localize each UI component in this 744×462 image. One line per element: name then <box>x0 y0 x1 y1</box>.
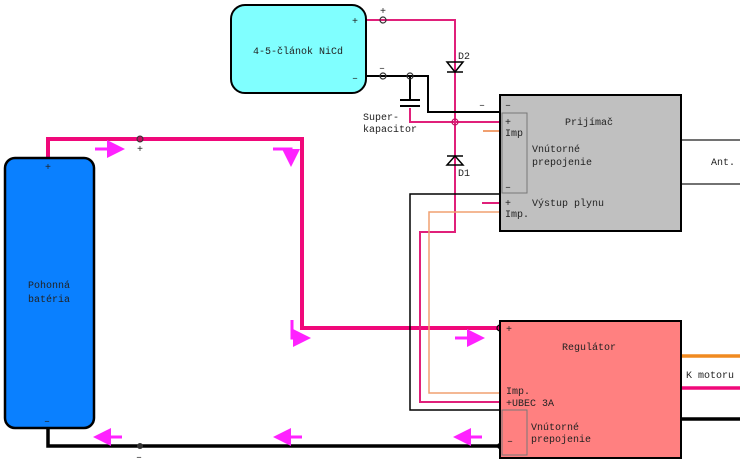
battery-minus-wire <box>46 428 500 448</box>
supercap-plus-wire <box>409 108 500 123</box>
d2-label: D2 <box>458 52 470 63</box>
nicd-minus-wire <box>366 75 500 113</box>
regulator-imp: Imp. <box>506 387 530 398</box>
battery-block[interactable] <box>3 156 96 430</box>
rx-minus-wire-label: – <box>479 101 485 112</box>
nicd-minus-terminal-label: – <box>379 64 385 75</box>
nicd-label: 4-5-článok NiCd <box>253 46 343 58</box>
nicd-plus-wire <box>366 19 500 403</box>
receiver-internal-link <box>501 112 528 194</box>
receiver-title: Prijímač <box>565 117 613 129</box>
regulator-internal-link <box>501 409 528 456</box>
nicd-plus-terminal <box>379 16 387 24</box>
receiver-internal-2: prepojenie <box>532 157 592 169</box>
battery-plus-wire <box>46 137 500 330</box>
diode-d1 <box>445 154 465 166</box>
antenna-label: Ant. <box>711 158 735 169</box>
regulator-internal-2: prepojenie <box>531 434 591 446</box>
receiver-top-imp: Imp <box>505 129 523 140</box>
receiver-bottom-plus: + <box>505 199 511 210</box>
receiver-throttle-out: Výstup plynu <box>532 198 604 210</box>
battery-minus-terminal <box>137 443 143 449</box>
battery-minus-terminal-label: – <box>136 453 142 462</box>
nicd-minus-label: – <box>352 74 358 85</box>
regulator-title: Regulátor <box>562 342 616 354</box>
diode-junction <box>451 118 459 126</box>
ubec-ground-wire <box>409 193 500 411</box>
receiver-internal-1: Vnútorné <box>532 144 580 156</box>
receiver-top-minus: – <box>505 101 511 112</box>
receiver-top-plus: + <box>505 118 511 129</box>
battery-minus-label: – <box>44 417 50 428</box>
flow-arrow-corner-right <box>290 320 311 347</box>
receiver-block[interactable] <box>499 94 682 232</box>
regulator-plus: + <box>506 325 512 336</box>
battery-plus-label: + <box>45 163 51 174</box>
nicd-block[interactable] <box>230 4 367 94</box>
battery-label-2: batéria <box>28 294 70 306</box>
regulator-ubec: +UBEC 3A <box>506 399 554 410</box>
supercap-label-1: Super- <box>363 113 399 124</box>
nicd-minus-terminal <box>379 72 387 80</box>
receiver-mid-minus: – <box>505 183 511 194</box>
battery-plus-terminal <box>136 135 144 143</box>
supercap-junction <box>406 72 414 80</box>
supercap-label-2: kapacitor <box>363 124 417 136</box>
regulator-internal-1: Vnútorné <box>531 422 579 434</box>
to-motor-label: K motoru <box>686 371 734 382</box>
throttle-imp-wire <box>428 211 500 394</box>
regulator-minus: – <box>507 437 513 448</box>
battery-plus-terminal-label: + <box>137 145 143 156</box>
flow-arrow-corner-down <box>273 147 300 167</box>
nicd-plus-label: + <box>352 17 358 28</box>
diode-d2 <box>445 61 465 74</box>
regulator-block[interactable] <box>499 320 682 459</box>
battery-label-1: Pohonná <box>28 280 70 292</box>
d1-label: D1 <box>458 169 470 180</box>
nicd-plus-terminal-label: + <box>380 7 386 18</box>
receiver-bottom-imp: Imp. <box>505 210 529 221</box>
